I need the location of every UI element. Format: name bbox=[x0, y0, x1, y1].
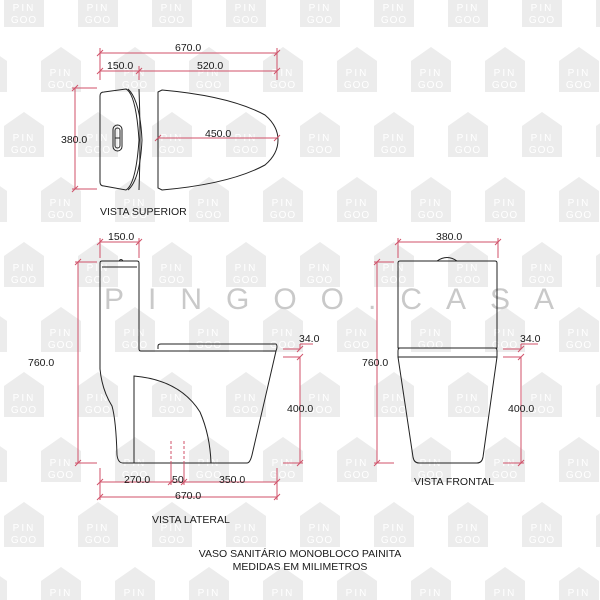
dim-side-seat-thickness: 34.0 bbox=[299, 333, 320, 345]
dim-front-seat-height: 400.0 bbox=[508, 403, 535, 415]
dim-side-overall-height: 760.0 bbox=[28, 357, 55, 369]
front-view-outline bbox=[397, 257, 498, 464]
dim-front-width: 380.0 bbox=[436, 231, 463, 243]
dim-side-tank-depth: 150.0 bbox=[108, 231, 135, 243]
label-vista-frontal: VISTA FRONTAL bbox=[414, 476, 495, 488]
dim-top-tank-depth: 150.0 bbox=[107, 60, 134, 72]
brand-watermark: PINGOO.CASA bbox=[104, 283, 579, 316]
dim-top-width: 380.0 bbox=[61, 134, 88, 146]
dim-side-outlet-width: 50 bbox=[172, 474, 184, 486]
dim-top-bowl-length: 520.0 bbox=[197, 60, 224, 72]
dim-front-overall-height: 760.0 bbox=[362, 357, 389, 369]
side-view-outline bbox=[99, 259, 278, 464]
dim-side-seat-height: 400.0 bbox=[287, 403, 314, 415]
label-vista-superior: VISTA SUPERIOR bbox=[100, 206, 187, 218]
dim-top-overall-length: 670.0 bbox=[175, 42, 202, 54]
label-vista-lateral: VISTA LATERAL bbox=[152, 514, 230, 526]
footer-product-name: VASO SANITÁRIO MONOBLOCO PAINITA bbox=[198, 548, 402, 560]
top-view-outline bbox=[99, 88, 279, 191]
dim-side-rear-to-outlet: 270.0 bbox=[124, 474, 151, 486]
dim-top-seat-length: 450.0 bbox=[205, 128, 232, 140]
footer-units-note: MEDIDAS EM MILIMETROS bbox=[232, 561, 368, 573]
dim-side-outlet-to-front: 350.0 bbox=[219, 474, 246, 486]
dim-front-seat-thickness: 34.0 bbox=[520, 333, 541, 345]
dim-side-overall-length: 670.0 bbox=[175, 490, 202, 502]
